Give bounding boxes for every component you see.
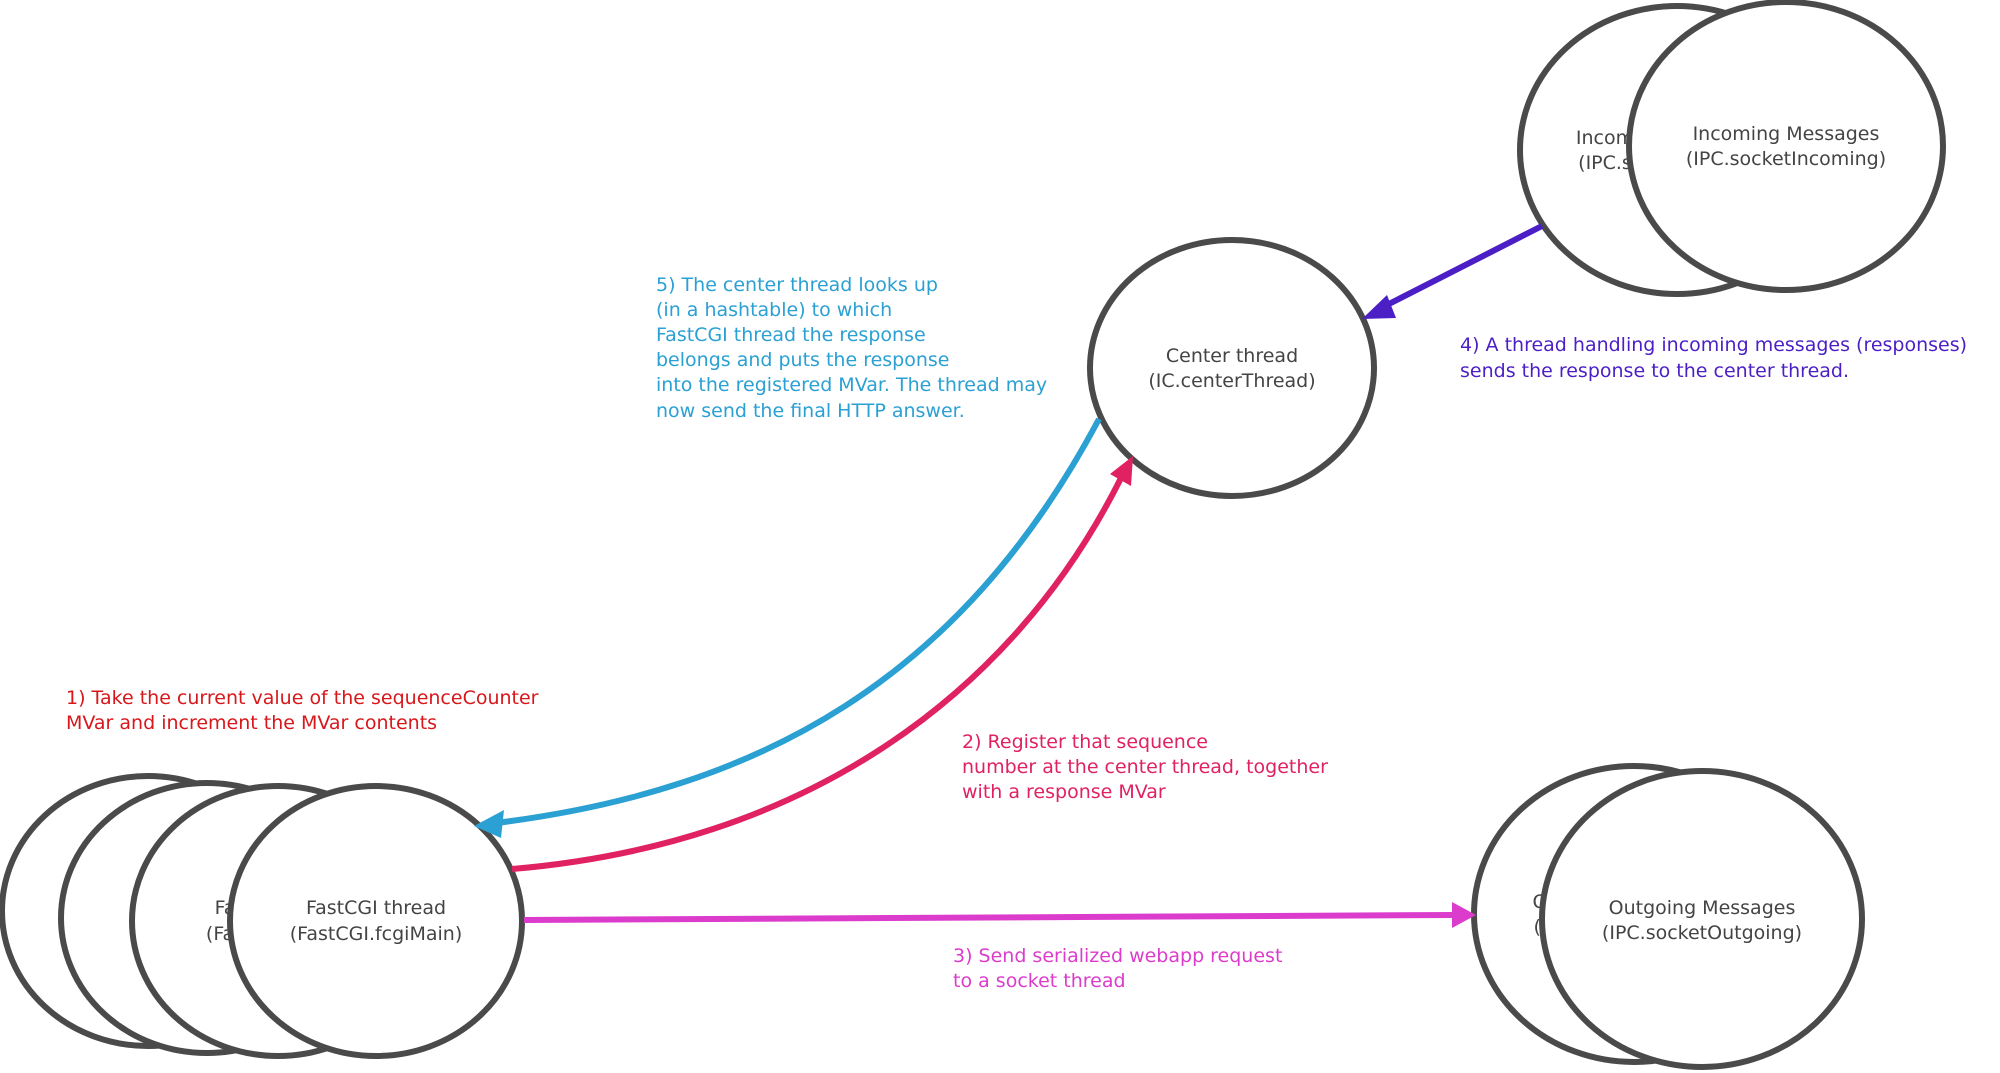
step1-line-2: MVar and increment the MVar contents	[66, 712, 437, 734]
step4-line-2: sends the response to the center thread.	[1460, 360, 1849, 382]
incoming-node-back-subtitle: (IPC.s	[1578, 152, 1632, 174]
incoming-node-front[interactable]: Incoming Messages (IPC.socketIncoming)	[1626, 0, 1946, 293]
center-thread-subtitle: (IC.centerThread)	[1148, 370, 1315, 392]
step4-annotation: 4) A thread handling incoming messages (…	[1460, 334, 1967, 382]
center-thread-node[interactable]: Center thread (IC.centerThread)	[1087, 237, 1377, 499]
step4-arrow	[1362, 223, 1544, 319]
step2-annotation: 2) Register that sequence number at the …	[962, 731, 1328, 803]
step2-line-3: with a response MVar	[962, 781, 1166, 803]
fastcgi-node-subtitle: (FastCGI.fcgiMain)	[290, 923, 462, 945]
step1-annotation: 1) Take the current value of the sequenc…	[66, 687, 539, 734]
step5-line-6: now send the final HTTP answer.	[656, 400, 965, 422]
step2-line-1: 2) Register that sequence	[962, 731, 1208, 753]
incoming-messages-stack: Incom (IPC.s Incoming Messages (IPC.sock…	[1517, 0, 1946, 297]
outgoing-node-front[interactable]: Outgoing Messages (IPC.socketOutgoing)	[1539, 768, 1865, 1070]
step3-line-1: 3) Send serialized webapp request	[953, 945, 1282, 967]
step2-line-2: number at the center thread, together	[962, 756, 1328, 778]
step5-annotation: 5) The center thread looks up (in a hash…	[656, 274, 1047, 422]
step5-arrow	[474, 417, 1102, 838]
step5-line-5: into the registered MVar. The thread may	[656, 374, 1047, 396]
incoming-node-back-title: Incom	[1576, 127, 1634, 149]
incoming-node-title: Incoming Messages	[1693, 123, 1880, 145]
outgoing-node-subtitle: (IPC.socketOutgoing)	[1602, 922, 1802, 944]
step1-line-1: 1) Take the current value of the sequenc…	[66, 687, 539, 709]
fastcgi-node-front[interactable]: FastCGI thread (FastCGI.fcgiMain)	[227, 783, 525, 1059]
center-thread-title: Center thread	[1166, 345, 1298, 367]
step3-line-2: to a socket thread	[953, 970, 1126, 992]
fastcgi-node-title: FastCGI thread	[306, 897, 446, 919]
step4-line-1: 4) A thread handling incoming messages (…	[1460, 334, 1967, 356]
step5-line-3: FastCGI thread the response	[656, 324, 926, 346]
step3-arrow	[523, 902, 1476, 928]
fastcgi-thread-stack: ( Fa (Fas FastCGI thread (FastCGI.fcgiMa…	[0, 773, 525, 1059]
step5-line-2: (in a hashtable) to which	[656, 299, 892, 321]
outgoing-node-title: Outgoing Messages	[1609, 897, 1796, 919]
step5-line-1: 5) The center thread looks up	[656, 274, 938, 296]
outgoing-messages-stack: O (I Outgoing Messages (IPC.socketOutgoi…	[1471, 763, 1865, 1070]
step5-line-4: belongs and puts the response	[656, 349, 950, 371]
incoming-node-subtitle: (IPC.socketIncoming)	[1686, 148, 1886, 170]
step3-annotation: 3) Send serialized webapp request to a s…	[953, 945, 1282, 992]
step2-arrow	[511, 456, 1133, 872]
